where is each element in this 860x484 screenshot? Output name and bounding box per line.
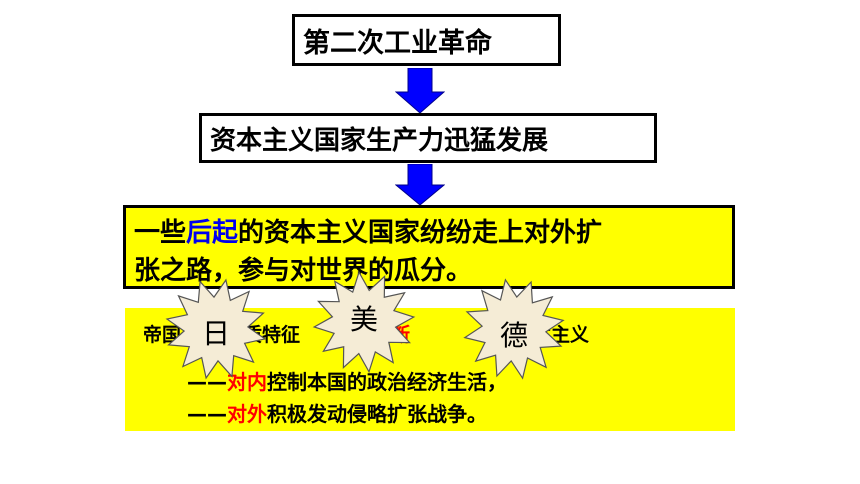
- burst-label-japan: 日: [202, 317, 231, 350]
- text-pre: 一些: [134, 218, 187, 248]
- note-line-3: ——对外积极发动侵略扩张战争。: [187, 398, 487, 427]
- flow-box-productivity: 资本主义国家生产力迅猛发展: [199, 113, 657, 163]
- expansion-line-2: 张之路，参与对世界的瓜分。: [134, 256, 473, 286]
- flow-box-industrial-revolution: 第二次工业革命: [292, 14, 561, 66]
- note-internal-text: 控制本国的政治经济生活，: [267, 370, 507, 394]
- burst-label-usa: 美: [350, 303, 379, 336]
- flow-box-expansion: 一些后起的资本主义国家纷纷走上对外扩 张之路，参与对世界的瓜分。: [123, 205, 735, 289]
- burst-japan-icon: [165, 278, 267, 380]
- note-internal: 对内: [227, 370, 267, 394]
- highlight-latecomer: 后起: [186, 218, 239, 248]
- burst-label-germany: 德: [500, 319, 529, 352]
- expansion-line-1: 一些后起的资本主义国家纷纷走上对外扩: [134, 214, 724, 252]
- note-external: 对外: [227, 402, 267, 426]
- note-dash: ——: [187, 402, 227, 426]
- note-text-a: 帝国: [143, 324, 182, 346]
- down-arrow-icon: [395, 68, 445, 114]
- note-line-2: ——对内控制本国的政治经济生活，: [187, 366, 507, 395]
- burst-germany-icon: [463, 278, 565, 380]
- burst-usa-icon: [312, 270, 416, 374]
- flow-box-text: 资本主义国家生产力迅猛发展: [210, 125, 549, 156]
- flow-box-text: 第二次工业革命: [303, 27, 492, 59]
- text-post: 的资本主义国家纷纷走上对外扩: [238, 218, 603, 248]
- down-arrow-icon: [395, 164, 445, 206]
- note-external-text: 积极发动侵略扩张战争。: [267, 402, 487, 426]
